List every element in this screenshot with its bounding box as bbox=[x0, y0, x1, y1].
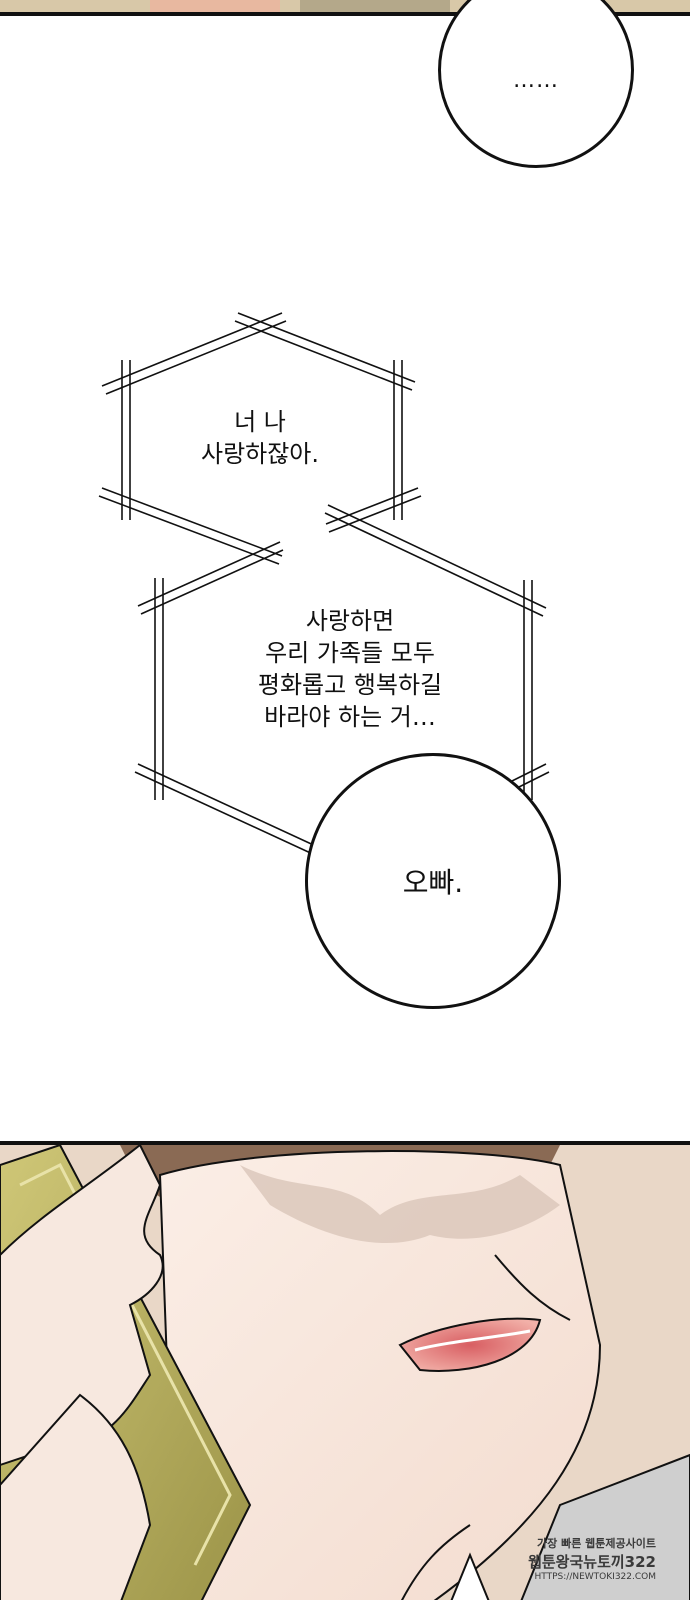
lower-speech-text: 오빠. bbox=[402, 866, 464, 899]
watermark-line-1: 가장 빠른 웹툰제공사이트 bbox=[537, 1537, 656, 1550]
face-illustration bbox=[0, 1145, 690, 1600]
watermark-line-3: HTTPS://NEWTOKI322.COM bbox=[534, 1572, 656, 1582]
top-speech-bubble: …… bbox=[438, 0, 634, 168]
background-fragment bbox=[300, 0, 450, 12]
lower-hexagon-text: 사랑하면 우리 가족들 모두 평화롭고 행복하길 바라야 하는 거… bbox=[257, 607, 443, 731]
face-phone-panel: 가장 빠른 웹툰제공사이트 웹툰왕국뉴토끼322 HTTPS://NEWTOKI… bbox=[0, 1141, 690, 1600]
upper-hexagon-outline bbox=[98, 312, 422, 565]
top-speech-text: …… bbox=[513, 67, 559, 93]
hexagon-bubbles bbox=[98, 312, 550, 857]
upper-hexagon-text: 너 나 사랑하잖아. bbox=[200, 408, 320, 468]
watermark-line-2: 웹툰왕국뉴토끼322 bbox=[528, 1553, 656, 1571]
lower-hexagon-outline bbox=[134, 504, 550, 857]
skin-fragment bbox=[150, 0, 280, 12]
lower-speech-bubble: 오빠. bbox=[305, 753, 561, 1009]
watermark: 가장 빠른 웹툰제공사이트 웹툰왕국뉴토끼322 HTTPS://NEWTOKI… bbox=[528, 1535, 656, 1582]
